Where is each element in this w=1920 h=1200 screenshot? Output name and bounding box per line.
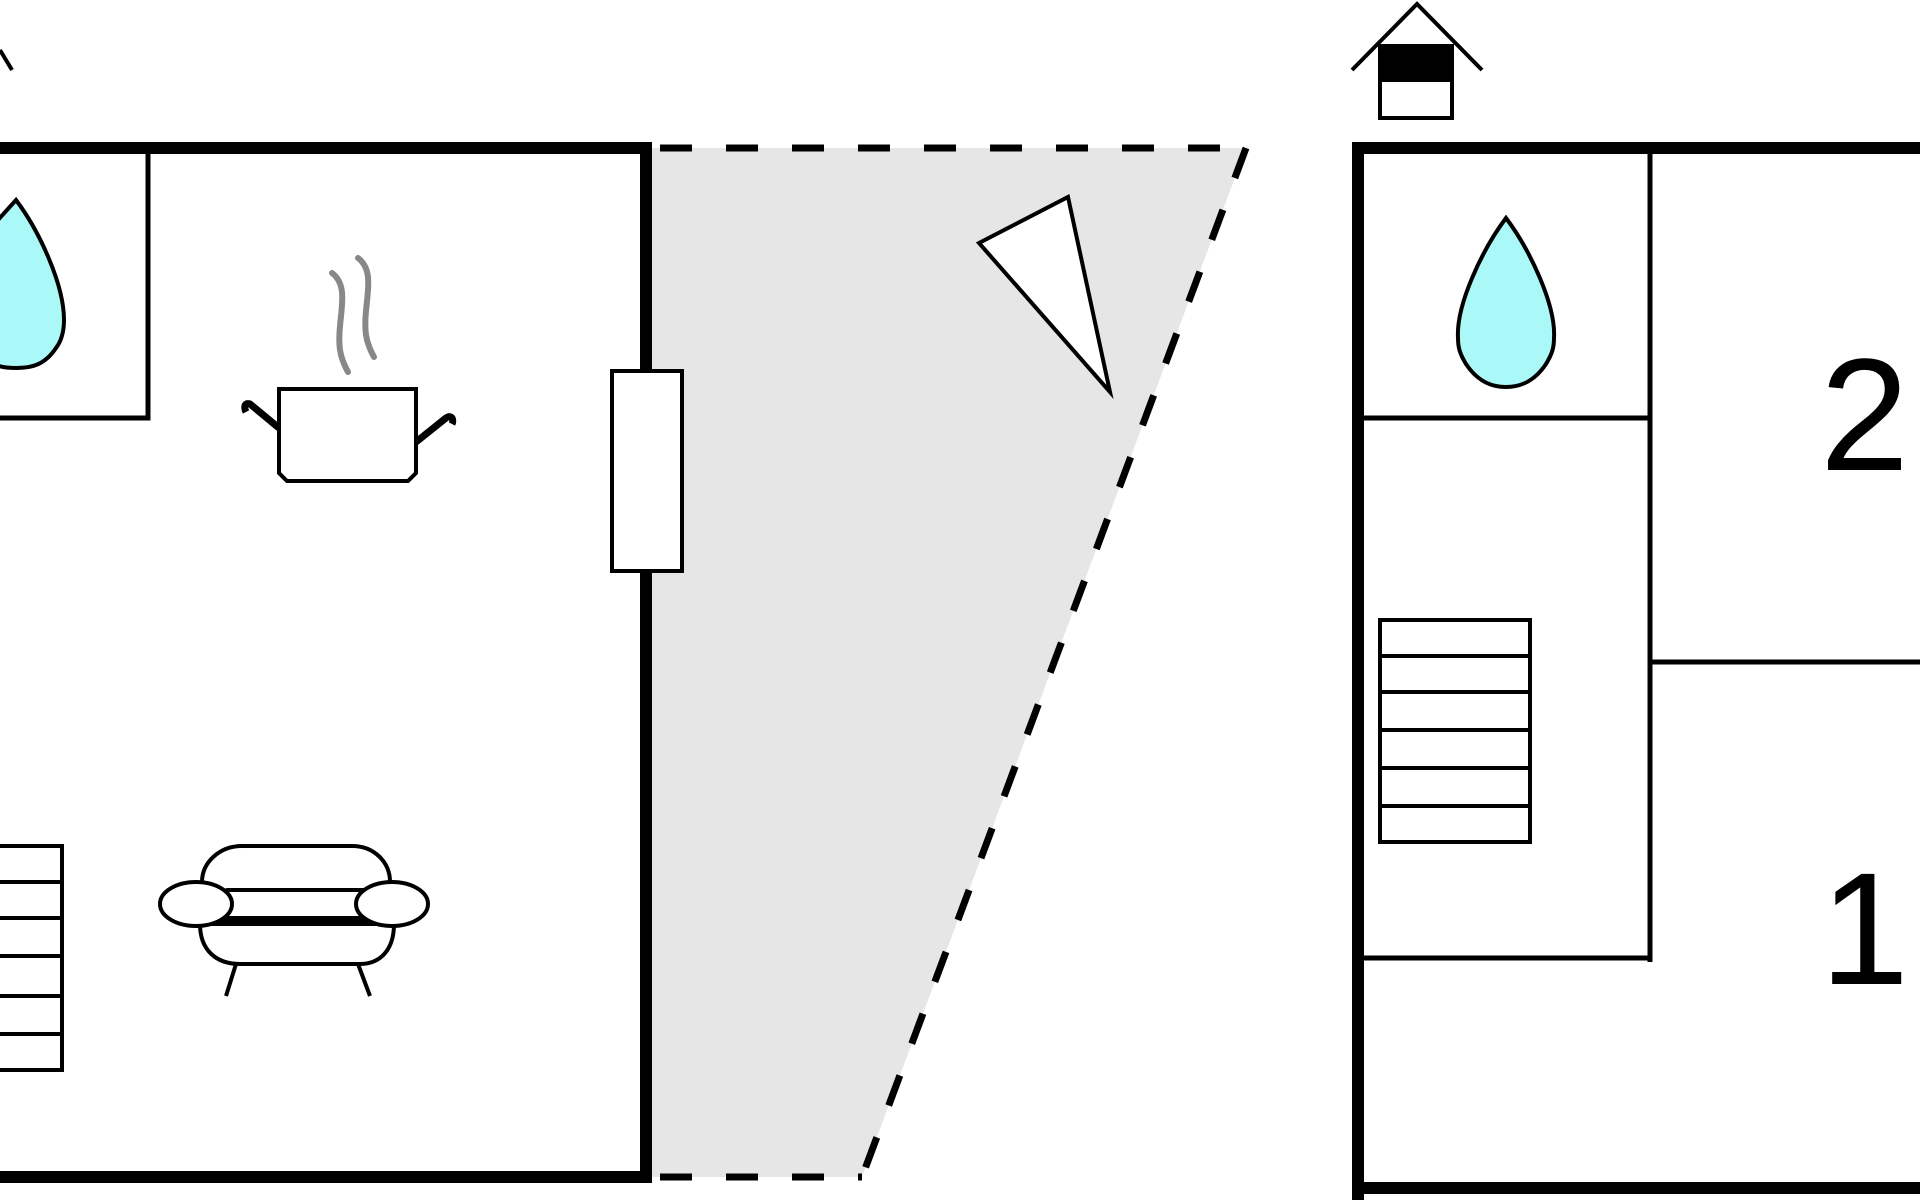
entrance-icon <box>0 48 14 72</box>
room-label-2: 2 <box>1820 325 1909 504</box>
right-building <box>1352 142 1920 1200</box>
left-building <box>0 48 684 1183</box>
terrace-icon <box>975 194 1114 400</box>
terrace <box>652 144 1250 1181</box>
door-icon <box>610 369 684 573</box>
staircase-icon <box>0 844 64 1072</box>
water-drop-icon <box>0 196 67 371</box>
room-label-1: 1 <box>1820 839 1909 1018</box>
sofa-icon <box>158 844 430 997</box>
kitchen-pot-icon <box>241 255 457 483</box>
wall-bathroom <box>0 148 151 421</box>
staircase-icon <box>1378 618 1532 844</box>
water-drop-icon <box>1455 214 1557 390</box>
terrace-diagonal-edge <box>858 146 1250 1179</box>
terrace-area <box>652 148 1246 1177</box>
entrance-icon <box>1350 1 1484 120</box>
